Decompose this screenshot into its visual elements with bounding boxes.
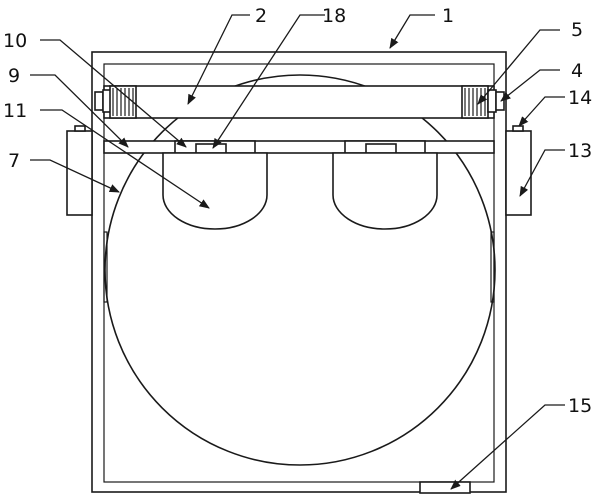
label-10: 10 — [3, 30, 27, 52]
leader-4 — [500, 69, 560, 102]
leader-11 — [40, 109, 210, 209]
leader-7 — [30, 159, 120, 193]
leader-14 — [518, 96, 565, 127]
right-mount-bracket — [495, 91, 505, 111]
left-guide-strip — [103, 231, 108, 303]
label-13: 13 — [568, 140, 592, 162]
label-4: 4 — [571, 60, 583, 82]
leader-2 — [187, 14, 250, 105]
label-14: 14 — [568, 87, 592, 109]
label-1: 1 — [442, 5, 454, 27]
left-mount-bracket — [94, 91, 104, 111]
left-motor — [109, 85, 137, 119]
right-side-box — [505, 130, 532, 216]
support-bar — [103, 140, 495, 154]
leader-10 — [40, 39, 187, 148]
label-15: 15 — [568, 395, 592, 417]
right-cup — [332, 152, 438, 230]
leader-5 — [477, 29, 560, 105]
label-5: 5 — [571, 19, 583, 41]
label-7: 7 — [8, 150, 20, 172]
drum-circle — [104, 74, 496, 466]
label-18: 18 — [322, 5, 346, 27]
leader-9 — [30, 74, 129, 148]
leader-18 — [212, 14, 325, 149]
label-2: 2 — [255, 5, 267, 27]
right-sensor — [365, 143, 397, 154]
right-mount-plate — [487, 89, 497, 113]
left-cup — [162, 152, 268, 230]
label-11: 11 — [3, 100, 27, 122]
leader-1 — [389, 14, 435, 49]
bottom-drain — [419, 481, 471, 494]
left-sensor-18 — [195, 143, 227, 154]
right-motor — [461, 85, 489, 119]
outer-housing — [91, 51, 507, 493]
right-guide-strip — [490, 231, 495, 303]
left-side-knob — [74, 125, 86, 132]
label-9: 9 — [8, 65, 20, 87]
right-side-knob — [512, 125, 524, 132]
leader-15 — [450, 404, 565, 490]
top-rail — [103, 85, 495, 119]
leader-13 — [519, 149, 565, 197]
